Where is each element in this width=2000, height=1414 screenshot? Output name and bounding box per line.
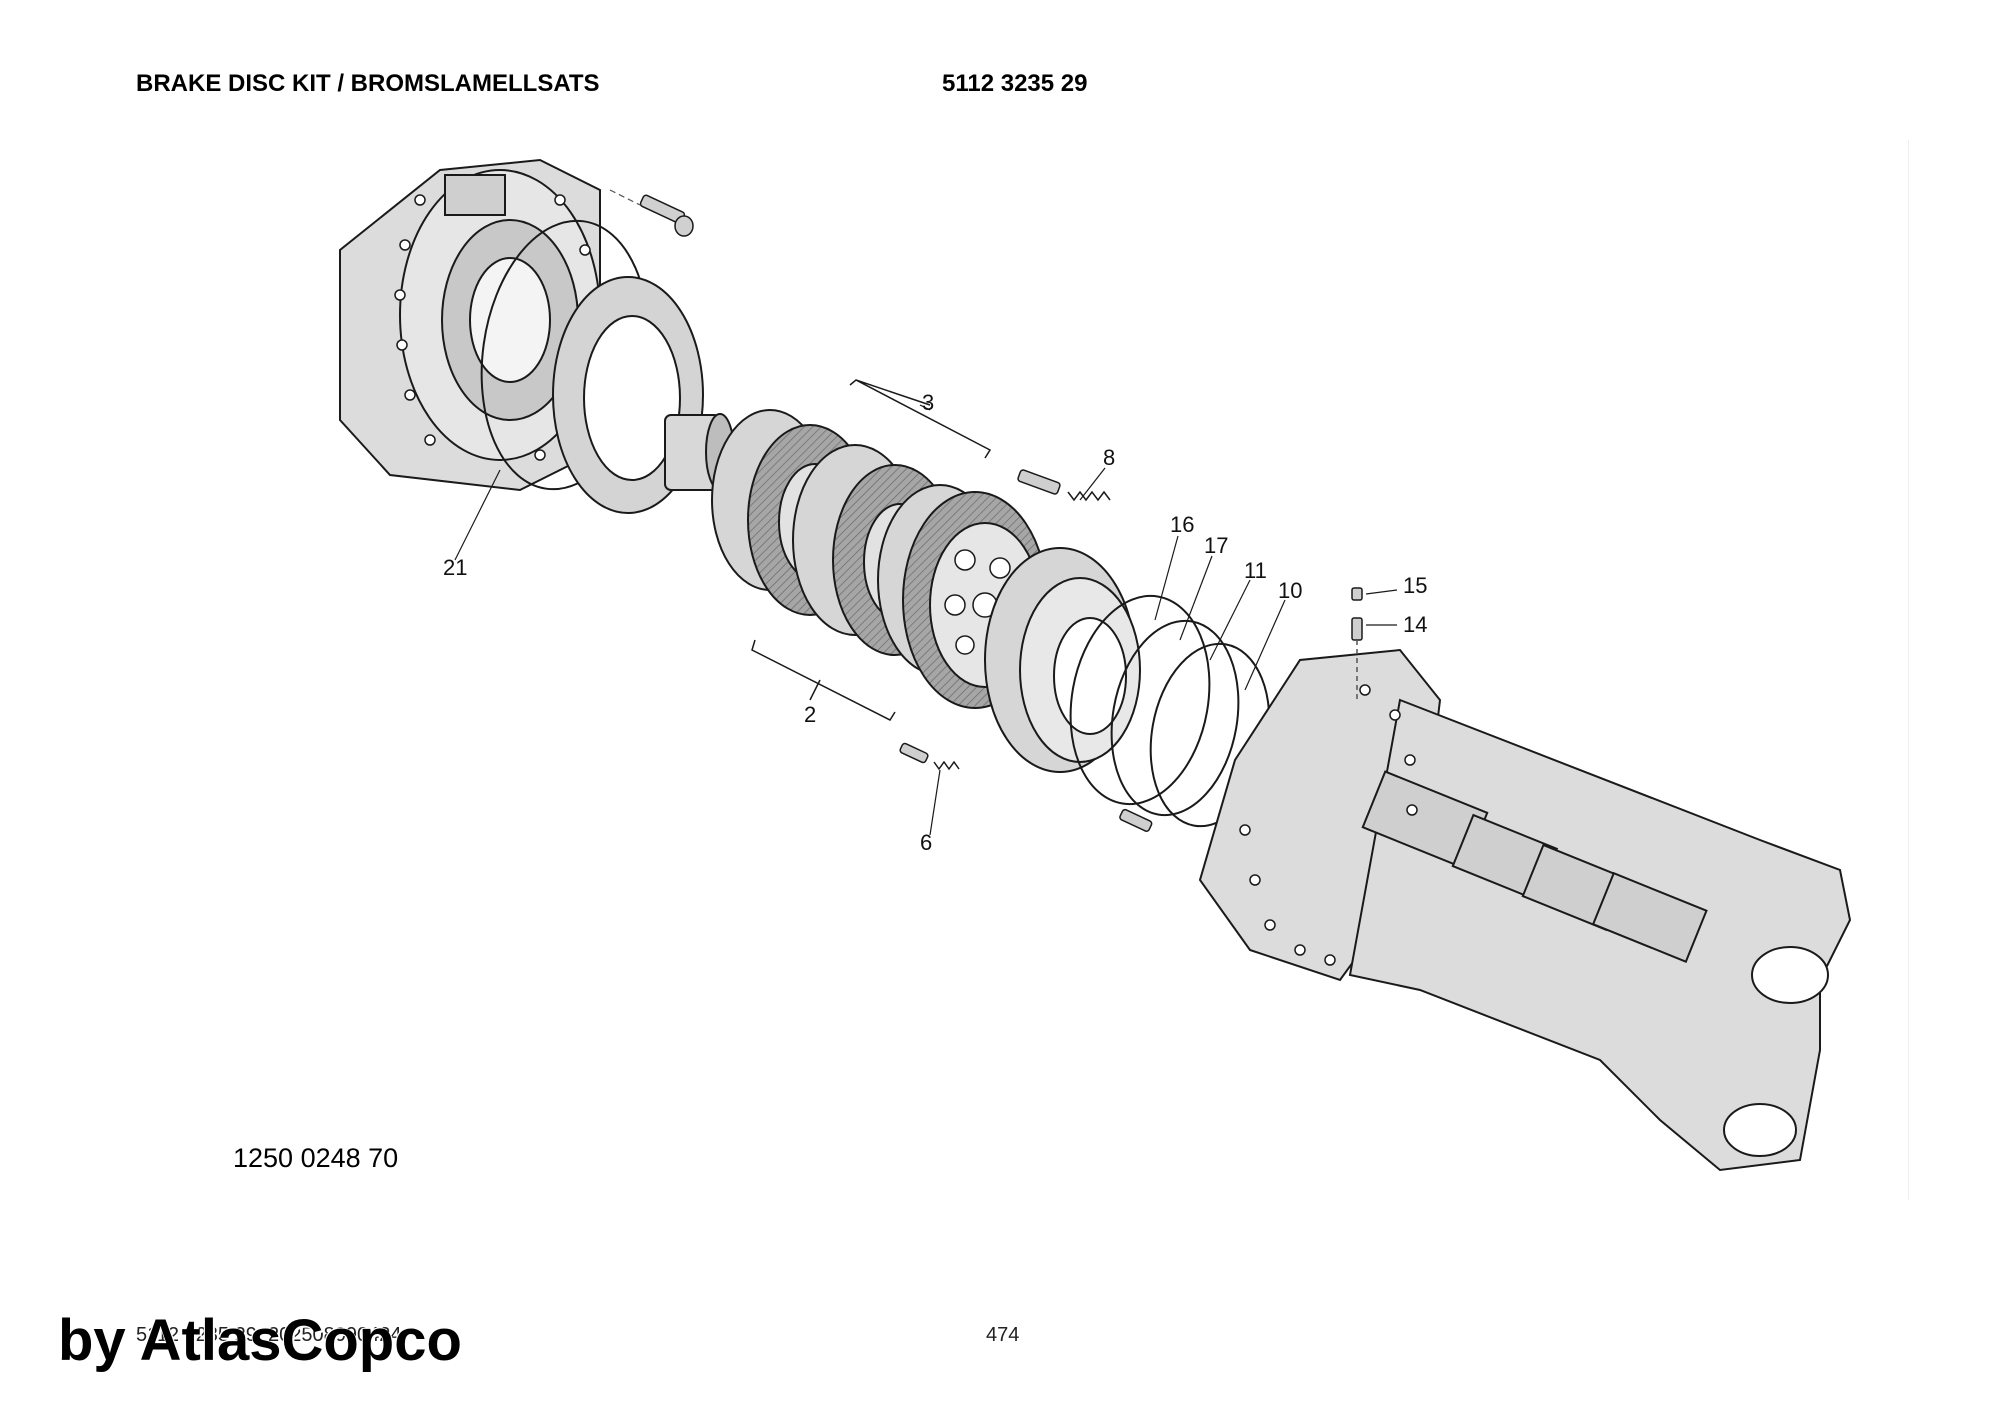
callout-3: 3 [922,390,934,415]
bracket-3 [849,379,992,459]
callout-11: 11 [1244,558,1267,583]
drawing-number: 1250 0248 70 [233,1143,399,1173]
callout-17: 17 [1204,533,1228,558]
callout-21: 21 [443,555,467,580]
page-title: BRAKE DISC KIT / BROMSLAMELLSATS [136,70,600,97]
callout-10: 10 [1278,578,1302,603]
callout-16: 16 [1170,512,1194,537]
callout-8: 8 [1103,445,1115,470]
callout-6: 6 [920,830,932,855]
breather-valve [1351,587,1363,700]
watermark-logo: by AtlasCopco [58,1308,462,1373]
footer-document-id: 5112 3235 29_202508090424 [136,1324,402,1346]
part-number: 5112 3235 29 [942,70,1088,97]
bolt-lower [1119,808,1153,832]
callout-14: 14 [1403,612,1427,637]
leader-lines [454,404,1398,836]
page-edge-line [1908,140,1909,1200]
bolt-spring-8 [1017,469,1111,502]
footer-page-number: 474 [986,1324,1020,1346]
housing-bolt [639,194,694,237]
ring-11 [1110,619,1240,817]
brake-piston [984,547,1141,773]
axle-housing-bolt-holes [1239,684,1418,966]
ring-17 [1069,594,1211,806]
callout-15: 15 [1403,573,1427,598]
axle-housing [1198,648,1852,1172]
bolt-spring-6 [899,742,960,771]
leader-dashed [609,189,641,206]
callout-2: 2 [804,702,816,727]
bracket-2 [751,639,896,721]
